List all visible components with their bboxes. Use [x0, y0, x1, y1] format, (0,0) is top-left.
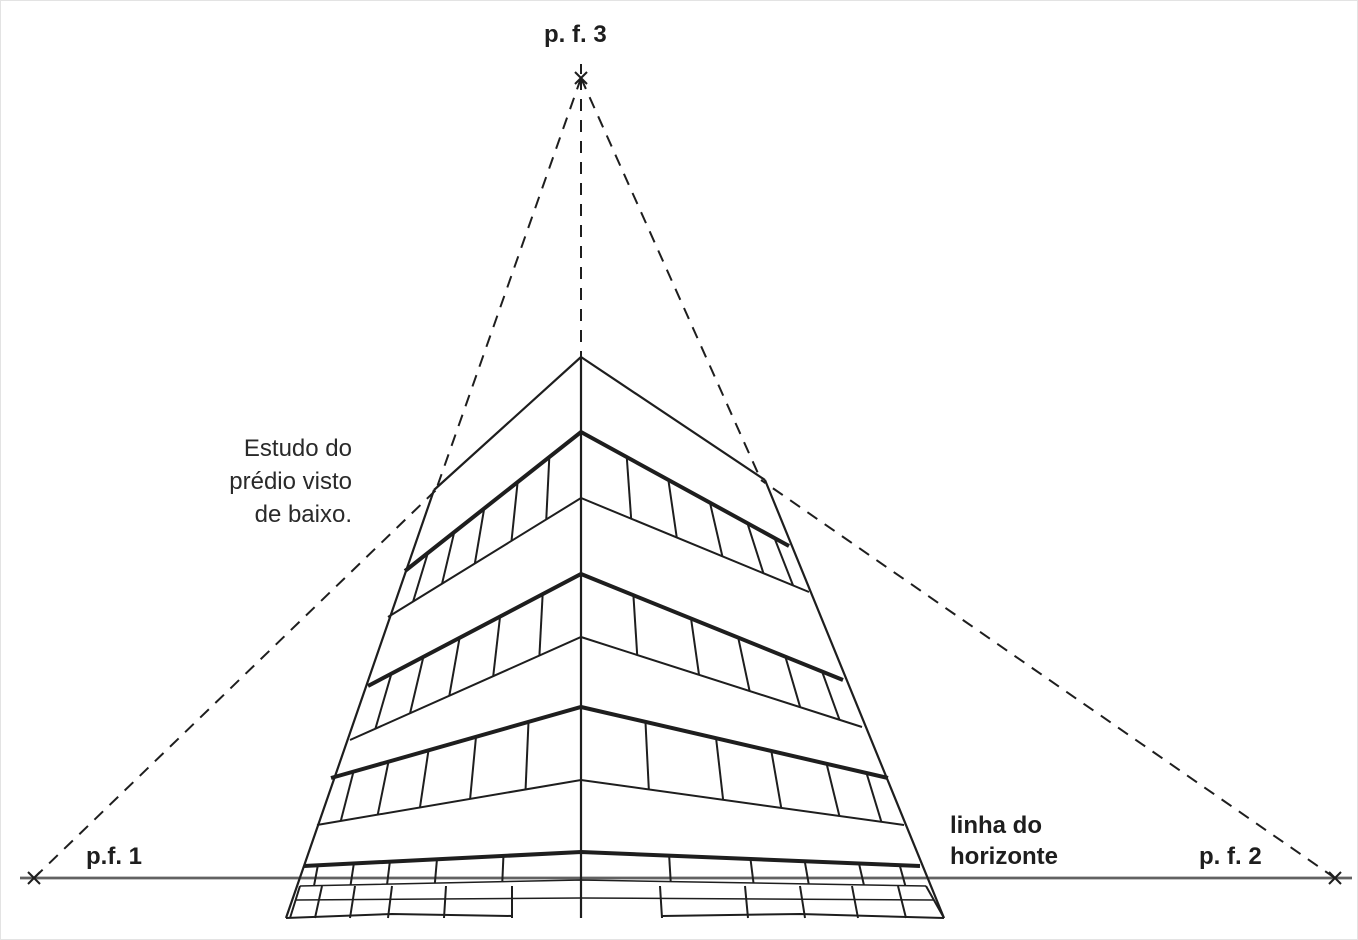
- window-mullion: [524, 721, 530, 790]
- ground-mullion: [897, 885, 907, 919]
- window-mullion: [746, 522, 765, 574]
- window-mullion: [313, 865, 319, 886]
- ground-mullion: [289, 885, 301, 919]
- window-mullion: [349, 863, 355, 886]
- building: [284, 355, 946, 919]
- window-mullion: [473, 508, 486, 564]
- horizon-line-1: linha do: [950, 812, 1042, 839]
- window-mullion: [821, 671, 841, 721]
- window-mullion: [632, 595, 639, 656]
- window-mullion: [433, 859, 438, 884]
- vp2-label: p. f. 2: [1199, 843, 1262, 870]
- window-mullion: [770, 750, 783, 809]
- left-wall-edge: [284, 489, 436, 919]
- floor-band-line: [403, 429, 790, 573]
- window-mullion: [469, 736, 477, 799]
- ground-mullion: [851, 885, 859, 919]
- window-mullion: [690, 618, 701, 675]
- window-mullion: [865, 772, 883, 823]
- window-mullions: [289, 456, 945, 919]
- vp3-label: p. f. 3: [544, 21, 607, 48]
- floor-band-line: [299, 879, 927, 887]
- window-mullion: [501, 855, 505, 882]
- window-mullion: [715, 738, 725, 800]
- window-mullion: [376, 761, 390, 815]
- horizon-caption: linha do horizonte: [950, 810, 1058, 872]
- construction-lines: [33, 77, 1336, 879]
- window-mullion: [749, 858, 755, 884]
- floor-band-line: [349, 635, 863, 741]
- floor-band-line: [330, 704, 889, 780]
- ground-mullion: [799, 885, 806, 919]
- vp1-label: p.f. 1: [86, 843, 143, 870]
- window-mullion: [784, 656, 802, 708]
- floor-band-line: [367, 571, 844, 688]
- study-line-2: prédio visto: [229, 468, 352, 495]
- vp3-to-left: [435, 77, 582, 491]
- window-mullion: [409, 656, 425, 714]
- ground-mullion: [314, 885, 323, 919]
- ground-mullion: [925, 885, 945, 919]
- ground-mullion: [659, 885, 663, 919]
- ground-band-line: [295, 897, 935, 901]
- ground-mullion: [349, 885, 356, 919]
- window-mullion: [492, 616, 502, 677]
- window-mullion: [708, 502, 724, 557]
- right-wall-edge: [763, 479, 946, 919]
- window-mullion: [441, 531, 456, 584]
- window-mullion: [625, 457, 633, 519]
- ground-mullion: [744, 885, 749, 919]
- window-mullion: [668, 855, 672, 882]
- window-mullion: [898, 864, 907, 886]
- window-mullion: [773, 537, 794, 586]
- window-mullion: [538, 594, 544, 656]
- window-mullion: [448, 637, 461, 696]
- ground-bottom-left: [285, 912, 513, 919]
- window-mullion: [644, 721, 650, 790]
- vp2-to-right: [760, 479, 1336, 879]
- window-mullion: [339, 771, 355, 822]
- window-mullion: [386, 861, 391, 885]
- window-mullion: [667, 479, 678, 538]
- floor-band-line: [303, 849, 921, 868]
- roof-edge: [433, 355, 766, 491]
- ground-mullion: [443, 885, 447, 919]
- floor-band-line: [387, 496, 810, 618]
- window-mullion: [803, 861, 810, 885]
- ground-mullion: [387, 885, 393, 919]
- window-mullion: [418, 750, 430, 808]
- window-mullion: [374, 673, 393, 729]
- window-mullion: [545, 456, 551, 520]
- floor-bands: [285, 429, 945, 919]
- vp3-to-right: [580, 77, 762, 481]
- window-mullion: [858, 863, 865, 886]
- study-line-3: de baixo.: [254, 501, 352, 528]
- vp1-to-left: [33, 489, 437, 879]
- study-line-1: Estudo do: [243, 435, 352, 462]
- study-caption: Estudo do prédio visto de baixo.: [180, 432, 352, 531]
- horizon-line-2: horizonte: [950, 843, 1058, 870]
- ground-bottom-right: [661, 912, 945, 919]
- window-mullion: [412, 552, 429, 602]
- floor-band-line: [316, 778, 905, 826]
- window-mullion: [510, 481, 519, 541]
- window-mullion: [825, 763, 841, 817]
- window-mullion: [737, 637, 751, 692]
